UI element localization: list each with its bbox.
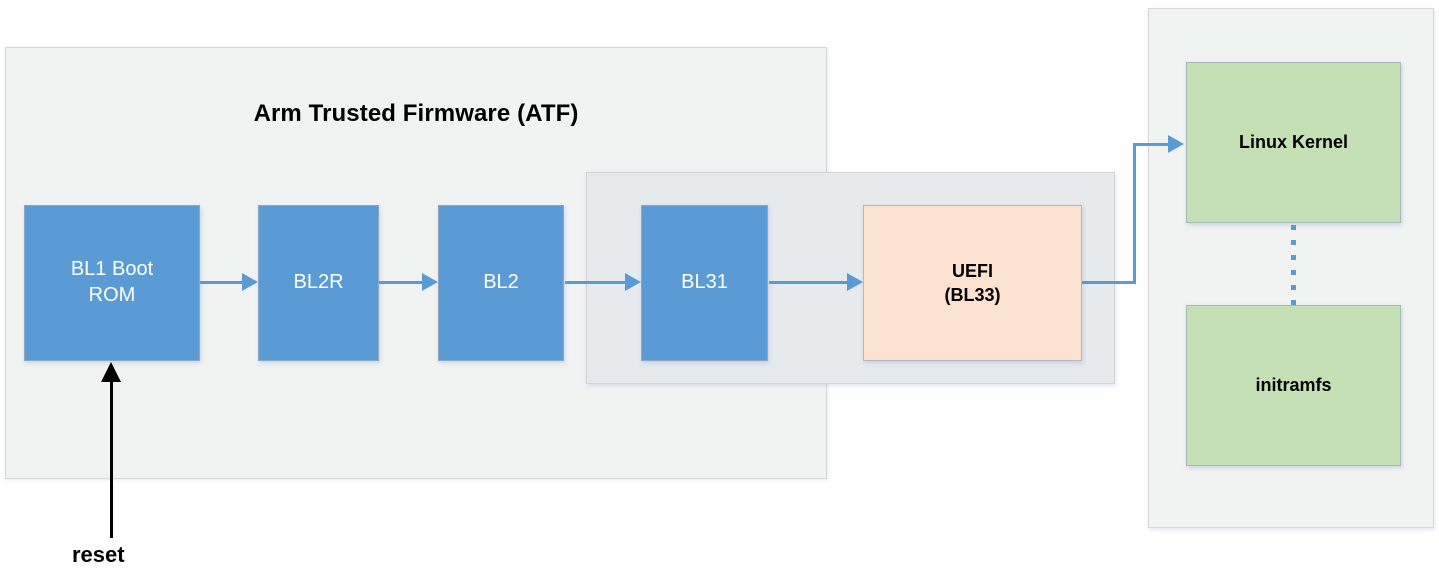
node-linux-kernel-label: Linux Kernel xyxy=(1238,131,1349,152)
edge-bl31-to-uefi xyxy=(769,281,847,284)
edge-bl1-to-bl2r xyxy=(200,281,242,284)
arrowhead-right-icon xyxy=(242,273,258,291)
arrowhead-right-icon xyxy=(625,273,641,291)
arrowhead-right-icon xyxy=(422,273,438,291)
edge-bl2-to-bl31 xyxy=(565,281,625,284)
node-bl2r-label: BL2R xyxy=(293,271,344,294)
edge-uefi-to-linux-segment-horizontal xyxy=(1082,281,1136,284)
node-uefi-bl33[interactable]: UEFI(BL33) xyxy=(863,205,1082,361)
node-bl2[interactable]: BL2 xyxy=(438,205,564,361)
edge-uefi-to-linux-segment-horizontal-2 xyxy=(1133,143,1171,146)
edge-linux-to-initramfs-dotted xyxy=(1291,225,1296,305)
node-uefi-label: UEFI(BL33) xyxy=(944,260,1001,305)
edge-bl2r-to-bl2 xyxy=(379,281,422,284)
arrowhead-right-icon xyxy=(1168,135,1184,153)
edge-uefi-to-linux-segment-vertical xyxy=(1133,143,1136,284)
node-linux-kernel[interactable]: Linux Kernel xyxy=(1186,62,1401,223)
node-bl2-label: BL2 xyxy=(483,271,519,294)
arrowhead-right-icon xyxy=(847,273,863,291)
node-bl31-label: BL31 xyxy=(681,271,728,294)
node-initramfs-label: initramfs xyxy=(1255,374,1332,395)
edge-reset-to-bl1 xyxy=(110,378,113,538)
reset-label: reset xyxy=(72,542,125,567)
node-bl2r[interactable]: BL2R xyxy=(258,205,379,361)
arrowhead-up-icon xyxy=(101,362,121,382)
group-atf-title: Arm Trusted Firmware (ATF) xyxy=(253,100,579,127)
node-initramfs[interactable]: initramfs xyxy=(1186,305,1401,466)
node-bl31[interactable]: BL31 xyxy=(641,205,768,361)
